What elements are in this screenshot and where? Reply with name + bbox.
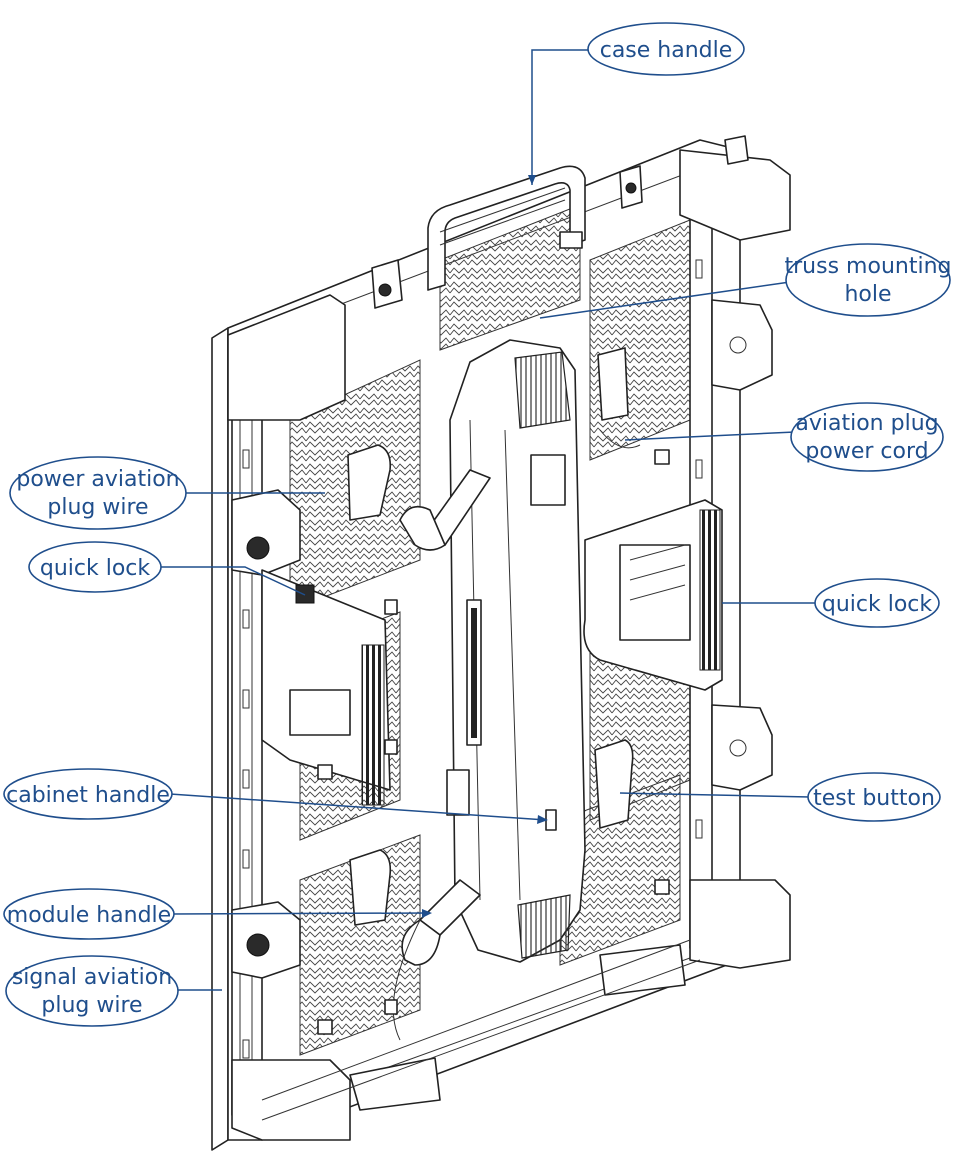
corner-bracket-top-left [227, 294, 346, 421]
svg-text:plug wire: plug wire [47, 495, 148, 520]
label-signal-aviation-plug-wire: signal aviation plug wire [5, 955, 179, 1027]
svg-text:hole: hole [844, 282, 891, 307]
svg-text:power aviation: power aviation [16, 467, 179, 492]
quick-lock-left-part [261, 569, 391, 806]
top-posts [371, 135, 749, 309]
front-panel-edge [211, 327, 229, 1151]
corner-bracket-bottom-left [231, 1059, 351, 1141]
svg-text:case handle: case handle [600, 38, 733, 63]
label-truss-mounting-hole: truss mounting hole [785, 243, 952, 317]
svg-text:test button: test button [813, 786, 935, 811]
label-quick-lock-right: quick lock [814, 578, 940, 628]
svg-text:signal aviation: signal aviation [12, 965, 172, 990]
svg-text:quick lock: quick lock [40, 556, 151, 581]
svg-text:aviation plug: aviation plug [795, 411, 938, 436]
label-cabinet-handle: cabinet handle [3, 768, 173, 820]
small-connectors [317, 449, 670, 1035]
label-aviation-plug-power-cord: aviation plug power cord [790, 402, 944, 472]
label-quick-lock-left: quick lock [28, 541, 162, 593]
quick-lock-right-part [583, 499, 723, 691]
label-test-button: test button [807, 772, 941, 822]
svg-text:truss mounting: truss mounting [785, 254, 952, 279]
case-handle-part [427, 165, 586, 291]
corner-bracket-bottom-right [689, 879, 791, 969]
label-power-aviation-plug-wire: power aviation plug wire [9, 456, 187, 530]
svg-text:module handle: module handle [7, 903, 171, 928]
svg-text:quick lock: quick lock [822, 592, 933, 617]
power-box [446, 339, 586, 963]
svg-text:cabinet handle: cabinet handle [6, 783, 170, 808]
svg-text:plug wire: plug wire [41, 993, 142, 1018]
leader-lines [160, 49, 818, 991]
svg-text:power cord: power cord [805, 439, 928, 464]
cables [392, 429, 641, 1041]
corner-bracket-top-right [679, 149, 791, 241]
label-case-handle: case handle [587, 22, 745, 76]
module-handles [347, 347, 634, 926]
label-module-handle: module handle [3, 888, 175, 940]
